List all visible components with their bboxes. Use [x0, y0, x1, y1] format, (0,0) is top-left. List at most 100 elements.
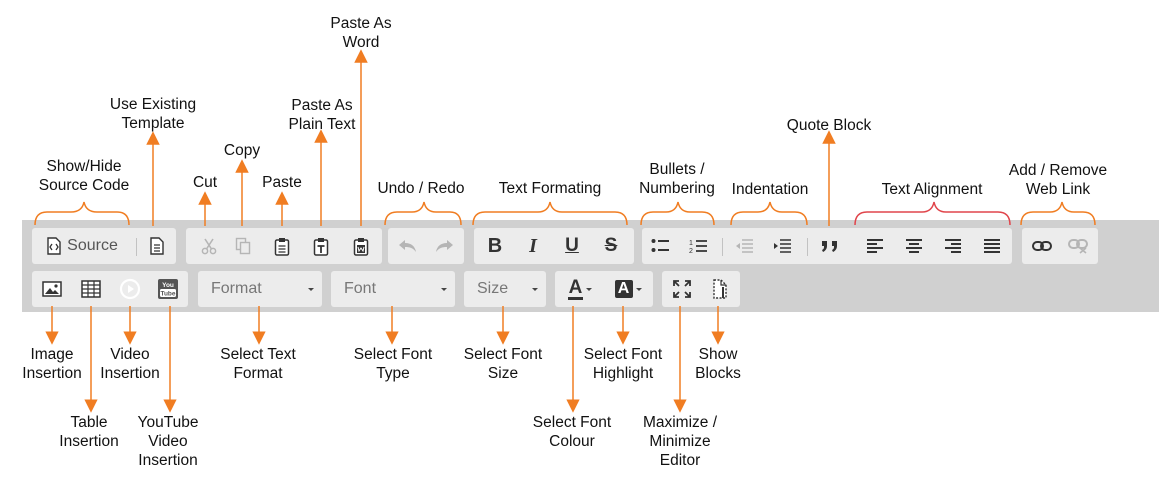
colour-group: A A — [555, 271, 653, 307]
separator — [722, 238, 723, 256]
label-line: Word — [342, 34, 380, 51]
formatting-group: B I U S — [474, 228, 634, 264]
numbering-icon: 12 — [689, 240, 707, 254]
label-line: Format — [233, 365, 283, 382]
quote-button[interactable] — [812, 228, 848, 264]
label-line: Insertion — [22, 365, 82, 382]
font-highlight-button[interactable]: A — [605, 271, 651, 307]
font-colour-icon: A — [567, 276, 584, 300]
maximize-button[interactable] — [664, 271, 700, 307]
label-line: Add / Remove — [1008, 162, 1108, 179]
justify-button[interactable] — [973, 228, 1011, 264]
bold-button[interactable]: B — [476, 228, 514, 264]
label-line: Video — [110, 346, 150, 363]
redo-button[interactable] — [426, 228, 462, 264]
maximize-icon — [673, 280, 691, 298]
label-line: Size — [487, 365, 519, 382]
clipboard-group — [186, 228, 382, 264]
copy-button[interactable] — [226, 228, 260, 264]
svg-text:1: 1 — [689, 240, 693, 247]
label-line: Type — [376, 365, 410, 382]
alignment-group — [854, 228, 1012, 264]
image-button[interactable] — [34, 271, 70, 307]
view-group — [662, 271, 740, 307]
chevron-down-icon — [586, 287, 593, 291]
label-line: Text Formating — [498, 180, 602, 197]
label-line: Select Text — [220, 346, 296, 363]
size-select[interactable]: Size — [464, 271, 546, 307]
align-right-button[interactable] — [934, 228, 972, 264]
show-blocks-icon — [713, 279, 727, 299]
label-line: Use Existing — [109, 96, 197, 113]
paste-button[interactable] — [265, 228, 299, 264]
strike-button[interactable]: S — [592, 228, 630, 264]
label-line: Highlight — [592, 365, 654, 382]
label-undo-redo: Undo / Redo — [377, 179, 464, 198]
table-button[interactable] — [72, 271, 110, 307]
cut-icon — [201, 238, 217, 255]
bracket-alignment — [854, 201, 1011, 226]
paste-word-button[interactable] — [344, 228, 378, 264]
align-center-button[interactable] — [895, 228, 933, 264]
label-line: Undo / Redo — [377, 180, 465, 197]
font-colour-button[interactable]: A — [557, 271, 603, 307]
strike-icon: S — [604, 235, 618, 256]
label-line: Select Font — [583, 346, 663, 363]
italic-icon: I — [529, 234, 537, 257]
align-left-button[interactable] — [856, 228, 894, 264]
label-line: Blocks — [695, 365, 741, 382]
paste-word-icon — [353, 237, 369, 256]
font-select[interactable]: Font — [331, 271, 455, 307]
label-line: Paste — [262, 174, 302, 191]
template-button[interactable] — [142, 228, 172, 264]
label-line: Insertion — [59, 433, 119, 450]
source-button[interactable]: Source — [34, 228, 130, 264]
format-select-value: Format — [211, 280, 262, 297]
source-icon — [47, 237, 61, 255]
cut-button[interactable] — [192, 228, 226, 264]
label-line: Quote Block — [786, 117, 872, 134]
label-copy: Copy — [224, 141, 260, 160]
underline-button[interactable]: U — [553, 228, 591, 264]
indent-button[interactable] — [764, 228, 800, 264]
separator — [807, 238, 808, 256]
align-left-icon — [867, 239, 883, 253]
bracket-text-formating — [472, 201, 628, 226]
label-line: Indentation — [731, 181, 809, 198]
link-button[interactable] — [1024, 228, 1060, 264]
format-select[interactable]: Format — [198, 271, 322, 307]
label-line: Copy — [223, 142, 261, 159]
label-line: Editor — [659, 452, 701, 469]
label-line: Insertion — [138, 452, 198, 469]
label-line: Maximize / — [642, 414, 718, 431]
bold-icon: B — [487, 234, 503, 257]
link-icon — [1032, 241, 1052, 251]
italic-button[interactable]: I — [514, 228, 552, 264]
show-blocks-button[interactable] — [702, 271, 738, 307]
youtube-icon: YouTube — [158, 279, 178, 299]
label-line: Cut — [192, 174, 218, 191]
label-paste: Paste — [262, 173, 302, 192]
bracket-indentation — [730, 201, 808, 226]
bullets-button[interactable] — [642, 228, 678, 264]
label-line: Template — [121, 115, 185, 132]
label-line: Minimize — [649, 433, 711, 450]
link-group — [1022, 228, 1098, 264]
label-line: Select Font — [353, 346, 433, 363]
outdent-button[interactable] — [726, 228, 762, 264]
video-button[interactable] — [112, 271, 148, 307]
paste-text-button[interactable] — [304, 228, 338, 264]
unlink-button[interactable] — [1060, 228, 1096, 264]
undo-button[interactable] — [390, 228, 426, 264]
